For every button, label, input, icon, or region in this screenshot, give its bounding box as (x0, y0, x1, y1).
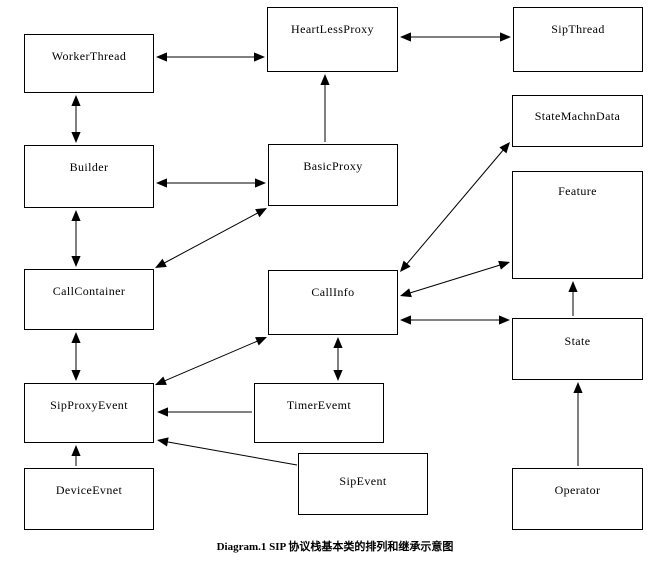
arrowhead-icon (499, 315, 510, 325)
arrowhead-icon (255, 337, 267, 346)
edge-callinfo-state[interactable] (400, 315, 510, 325)
arrowhead-icon (71, 445, 81, 456)
node-state[interactable]: State (512, 318, 643, 380)
node-label: State (564, 334, 591, 348)
edge-heartlessproxy-sipthread[interactable] (400, 32, 511, 42)
arrowhead-icon (156, 178, 167, 188)
diagram-caption: Diagram.1 SIP 协议栈基本类的排列和继承示意图 (216, 541, 454, 553)
node-label: CallInfo (311, 285, 355, 299)
edge-callinfo-timerevemt[interactable] (333, 337, 343, 381)
arrowhead-icon (573, 382, 583, 393)
edge-deviceevnet-sipproxyevent[interactable] (71, 445, 81, 466)
edge-line (165, 441, 298, 466)
node-statemachndata[interactable]: StateMachnData (512, 95, 643, 147)
node-sipproxyevent[interactable]: SipProxyEvent (24, 383, 154, 443)
arrowhead-icon (157, 407, 168, 417)
node-label: BasicProxy (303, 159, 363, 173)
edge-callcontainer-sipproxyevent[interactable] (71, 332, 81, 381)
arrowhead-icon (320, 74, 330, 85)
arrowhead-icon (155, 258, 167, 268)
edge-timerevemt-sipproxyevent[interactable] (157, 407, 252, 417)
node-callinfo[interactable]: CallInfo (268, 270, 398, 335)
arrowhead-icon (400, 315, 411, 325)
arrowhead-icon (157, 437, 169, 447)
arrowhead-icon (71, 370, 81, 381)
node-label: SipProxyEvent (50, 398, 128, 412)
node-label: SipThread (551, 22, 605, 36)
node-label: Operator (554, 483, 601, 497)
node-operator[interactable]: Operator (512, 468, 643, 530)
arrowhead-icon (400, 288, 412, 298)
node-label: SipEvent (339, 474, 387, 488)
node-timerevemt[interactable]: TimerEvemt (254, 383, 384, 443)
arrowhead-icon (333, 337, 343, 348)
node-label: StateMachnData (534, 109, 621, 123)
arrowhead-icon (71, 132, 81, 143)
node-heartlessproxy[interactable]: HeartLessProxy (267, 7, 398, 72)
node-label: WorkerThread (51, 49, 127, 63)
arrowhead-icon (156, 52, 167, 62)
node-label: CallContainer (52, 284, 126, 298)
edge-callinfo-feature[interactable] (400, 260, 510, 298)
edge-basicproxy-heartlessproxy[interactable] (320, 74, 330, 142)
arrowhead-icon (400, 32, 411, 42)
arrowhead-icon (71, 95, 81, 106)
node-sipevent[interactable]: SipEvent (298, 453, 428, 515)
arrowhead-icon (71, 332, 81, 343)
arrowhead-icon (254, 52, 265, 62)
node-deviceevnet[interactable]: DeviceEvnet (24, 468, 154, 530)
edge-line (163, 340, 259, 382)
edge-builder-callcontainer[interactable] (71, 210, 81, 267)
edge-callinfo-statemachndata[interactable] (400, 142, 510, 272)
node-builder[interactable]: Builder (24, 145, 154, 208)
node-sipthread[interactable]: SipThread (513, 7, 643, 72)
arrowhead-icon (255, 178, 266, 188)
arrowhead-icon (500, 32, 511, 42)
node-basicproxy[interactable]: BasicProxy (268, 144, 398, 206)
edge-line (162, 211, 260, 265)
arrowhead-icon (71, 256, 81, 267)
edge-sipevent-sipproxyevent[interactable] (157, 437, 298, 466)
arrowhead-icon (568, 281, 578, 292)
edge-callcontainer-basicproxy[interactable] (155, 208, 267, 268)
arrowhead-icon (498, 260, 510, 270)
edge-line (405, 148, 505, 266)
edge-sipproxyevent-callinfo[interactable] (155, 337, 267, 385)
edge-workerthread-heartlessproxy[interactable] (156, 52, 265, 62)
arrowhead-icon (499, 142, 510, 154)
arrowhead-icon (400, 260, 411, 272)
node-workerthread[interactable]: WorkerThread (24, 34, 154, 93)
node-label: Builder (69, 160, 109, 174)
node-label: HeartLessProxy (291, 22, 374, 36)
arrowhead-icon (71, 210, 81, 221)
arrowhead-icon (255, 208, 267, 218)
node-callcontainer[interactable]: CallContainer (24, 269, 154, 330)
edge-line (408, 264, 502, 294)
edge-workerthread-builder[interactable] (71, 95, 81, 143)
edge-state-feature[interactable] (568, 281, 578, 316)
arrowhead-icon (155, 376, 167, 385)
arrowhead-icon (333, 370, 343, 381)
node-label: Feature (558, 184, 597, 198)
node-feature[interactable]: Feature (512, 171, 643, 279)
edge-operator-state[interactable] (573, 382, 583, 466)
node-label: DeviceEvnet (55, 483, 123, 497)
node-label: TimerEvemt (286, 398, 352, 412)
edge-builder-basicproxy[interactable] (156, 178, 266, 188)
